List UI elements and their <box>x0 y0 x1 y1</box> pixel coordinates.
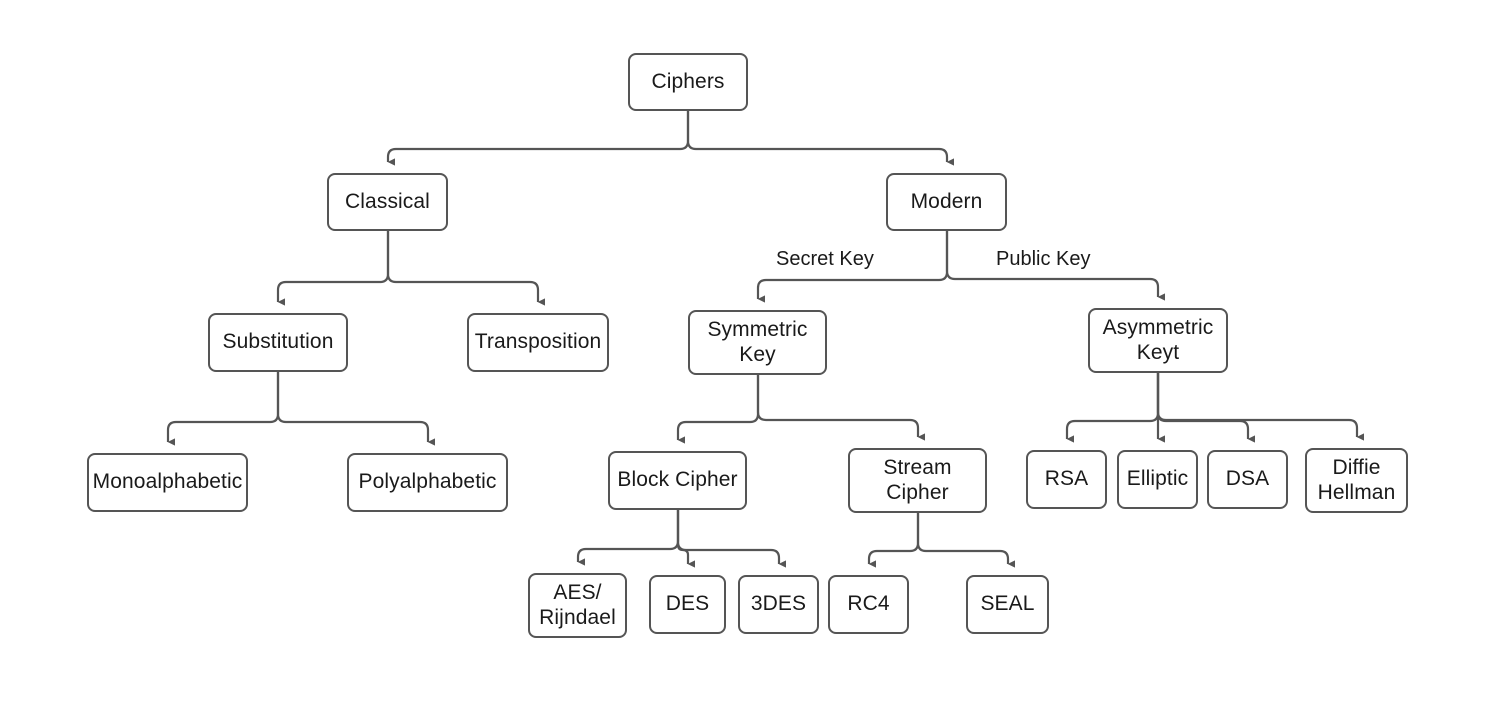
node-stream-cipher[interactable]: Stream Cipher <box>848 448 987 513</box>
edge-asymmetric-key-to-rsa <box>1065 373 1160 443</box>
edge-ciphers-to-classical <box>386 111 690 166</box>
node-aes-rijndael[interactable]: AES/ Rijndael <box>528 573 627 638</box>
node-rc4[interactable]: RC4 <box>828 575 909 634</box>
edge-stream-cipher-to-rc4 <box>867 513 920 568</box>
node-transposition[interactable]: Transposition <box>467 313 609 372</box>
node-diffie-hellman[interactable]: Diffie Hellman <box>1305 448 1408 513</box>
edge-asymmetric-key-to-diffie-hellman <box>1156 373 1365 441</box>
node-elliptic[interactable]: Elliptic <box>1117 450 1198 509</box>
edge-asymmetric-key-to-dsa <box>1156 373 1256 443</box>
node-block-cipher[interactable]: Block Cipher <box>608 451 747 510</box>
node-modern[interactable]: Modern <box>886 173 1007 231</box>
edge-symmetric-key-to-stream-cipher <box>756 375 926 441</box>
node-substitution[interactable]: Substitution <box>208 313 348 372</box>
node-asymmetric-key[interactable]: Asymmetric Keyt <box>1088 308 1228 373</box>
node-polyalphabetic[interactable]: Polyalphabetic <box>347 453 508 512</box>
node-monoalphabetic[interactable]: Monoalphabetic <box>87 453 248 512</box>
node-3des[interactable]: 3DES <box>738 575 819 634</box>
node-ciphers[interactable]: Ciphers <box>628 53 748 111</box>
node-symmetric-key[interactable]: Symmetric Key <box>688 310 827 375</box>
edge-label-secret-key: Secret Key <box>773 249 877 269</box>
edge-substitution-to-polyalphabetic <box>276 372 436 446</box>
edge-classical-to-transposition <box>386 231 546 306</box>
node-seal[interactable]: SEAL <box>966 575 1049 634</box>
node-dsa[interactable]: DSA <box>1207 450 1288 509</box>
edge-block-cipher-to-3des <box>676 510 787 568</box>
node-des[interactable]: DES <box>649 575 726 634</box>
node-classical[interactable]: Classical <box>327 173 448 231</box>
edge-substitution-to-monoalphabetic <box>166 372 280 446</box>
edge-block-cipher-to-aes-rijndael <box>576 510 680 566</box>
edge-symmetric-key-to-block-cipher <box>676 375 760 444</box>
edge-ciphers-to-modern <box>686 111 955 166</box>
node-rsa[interactable]: RSA <box>1026 450 1107 509</box>
edge-stream-cipher-to-seal <box>916 513 1016 568</box>
edge-label-public-key: Public Key <box>993 249 1094 269</box>
edge-block-cipher-to-des <box>676 510 696 568</box>
edge-classical-to-substitution <box>276 231 390 306</box>
